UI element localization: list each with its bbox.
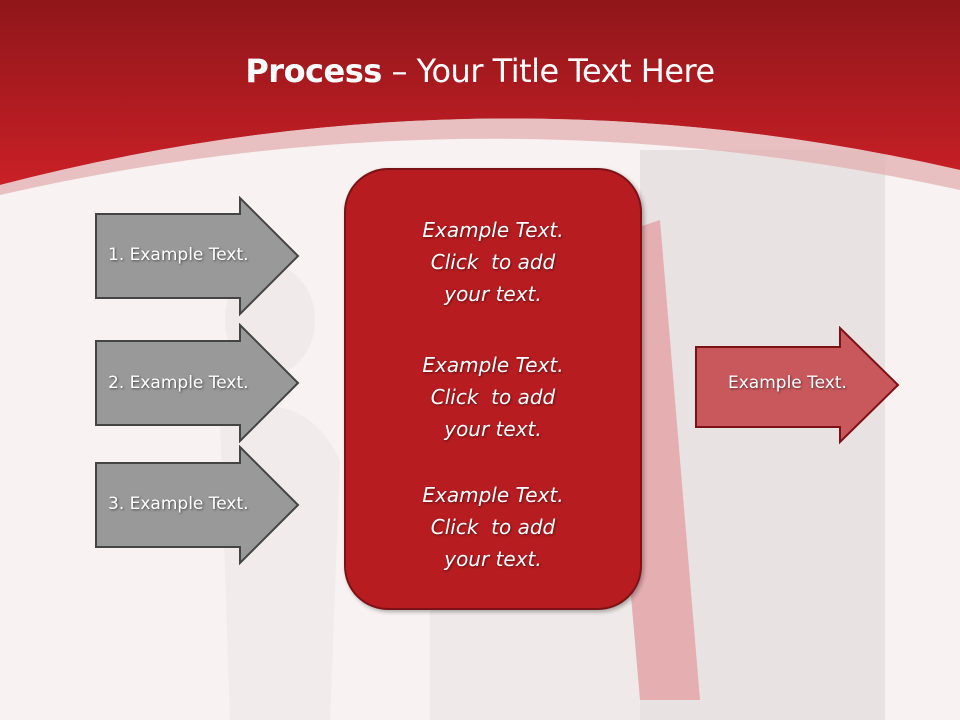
center-block-3: Example Text. Click to add your text. xyxy=(346,479,640,575)
right-arrow[interactable] xyxy=(694,326,902,446)
block-1-line-1: Example Text. xyxy=(422,218,564,242)
block-2-line-2: Click to add xyxy=(430,385,556,409)
center-content-box[interactable]: Example Text. Click to add your text. Ex… xyxy=(344,168,642,610)
title-bold: Process xyxy=(245,52,382,90)
block-2-line-1: Example Text. xyxy=(422,353,564,377)
center-block-2: Example Text. Click to add your text. xyxy=(346,349,640,445)
arrow-1-label: 1. Example Text. xyxy=(108,245,249,265)
arrow-3[interactable] xyxy=(94,445,302,567)
block-2-line-3: your text. xyxy=(444,417,542,441)
header-band xyxy=(0,0,960,185)
block-1-line-3: your text. xyxy=(444,282,542,306)
center-block-1: Example Text. Click to add your text. xyxy=(346,214,640,310)
block-3-line-2: Click to add xyxy=(430,515,556,539)
block-3-line-1: Example Text. xyxy=(422,483,564,507)
block-1-line-2: Click to add xyxy=(430,250,556,274)
block-3-line-3: your text. xyxy=(444,547,542,571)
arrow-1[interactable] xyxy=(94,196,302,318)
arrow-3-label: 3. Example Text. xyxy=(108,494,249,514)
slide-title: Process – Your Title Text Here xyxy=(0,52,960,90)
title-rest: – Your Title Text Here xyxy=(381,52,715,90)
header-curve xyxy=(0,118,960,195)
arrow-2-label: 2. Example Text. xyxy=(108,373,249,393)
arrow-2[interactable] xyxy=(94,323,302,445)
right-arrow-label: Example Text. xyxy=(728,373,847,393)
